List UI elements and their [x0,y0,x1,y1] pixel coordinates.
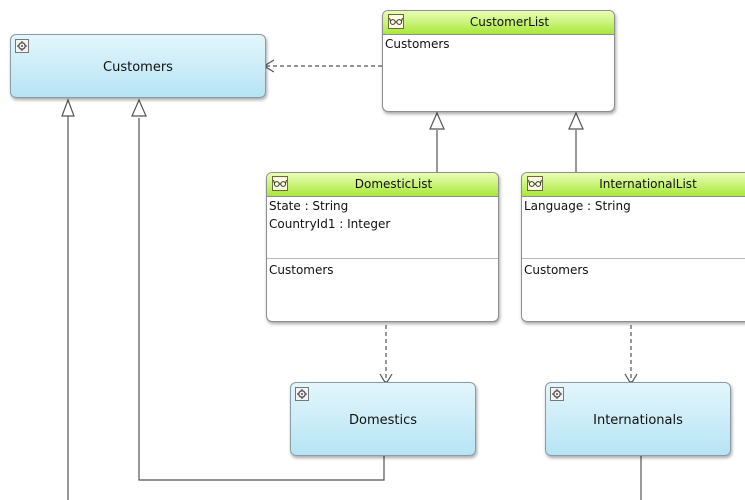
class-customerlist[interactable]: CustomerList Customers [382,10,615,112]
class-domesticlist-name: DomesticList [354,177,433,191]
class-internationallist-references: Customers [522,258,745,279]
entity-gear-icon [295,387,309,404]
triangle-head-customers-left [61,98,75,117]
class-glasses-icon [388,14,404,32]
class-internationallist-name: InternationalList [599,177,697,191]
reference-row: Customers [524,263,589,277]
class-domesticlist[interactable]: DomesticList State : String CountryId1 :… [266,172,499,322]
class-customerlist-reference: Customers [385,37,450,51]
attribute-row: CountryId1 : Integer [269,217,391,231]
class-glasses-icon [272,176,288,194]
entity-gear-icon [550,387,564,404]
entity-customers-label: Customers [103,60,173,75]
class-customerlist-name: CustomerList [469,15,550,29]
triangle-head-customerlist-left [429,111,445,130]
class-domesticlist-header: DomesticList [267,173,498,197]
attribute-row: State : String [269,199,349,213]
entity-domestics-label: Domestics [348,413,418,428]
class-internationallist[interactable]: InternationalList Language : String Cust… [521,172,745,322]
reference-row: Customers [269,263,334,277]
class-internationallist-attributes: Language : String [522,197,745,258]
class-internationallist-header: InternationalList [522,173,745,197]
triangle-head-customerlist-right [568,111,584,130]
entity-domestics[interactable]: Domestics [290,382,476,456]
entity-internationals[interactable]: Internationals [545,382,731,456]
attribute-row: Language : String [524,199,631,213]
generalization-domestics-to-customers[interactable] [138,118,385,481]
class-customerlist-header: CustomerList [383,11,614,35]
class-domesticlist-attributes: State : String CountryId1 : Integer [267,197,498,258]
class-domesticlist-references: Customers [267,258,498,279]
class-glasses-icon [527,176,543,194]
entity-customers[interactable]: Customers [10,34,266,98]
entity-internationals-label: Internationals [593,413,683,428]
entity-gear-icon [15,39,29,56]
triangle-head-customers-right [131,98,147,117]
